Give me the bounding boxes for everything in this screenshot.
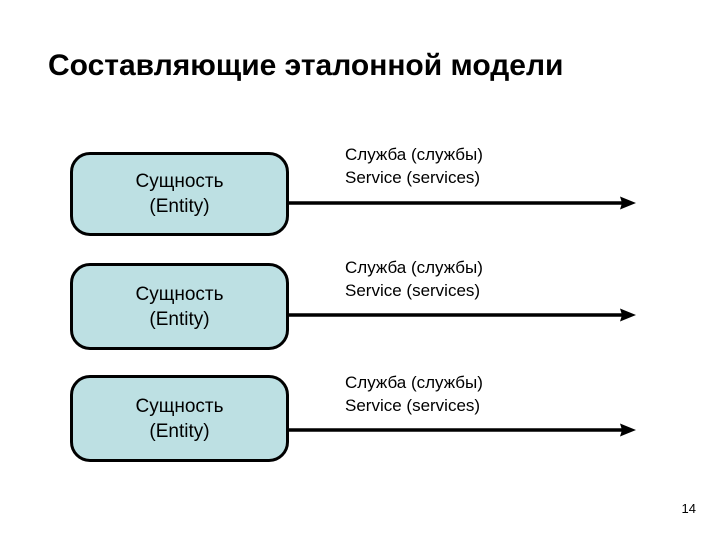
service-label-en: Service (services): [345, 168, 481, 187]
page-number: 14: [681, 501, 696, 516]
service-label: Служба (службы) Service (services): [345, 256, 483, 302]
entity-box[interactable]: Сущность (Entity): [70, 152, 289, 236]
service-label-ru: Служба (службы): [345, 373, 483, 392]
arrow-right-icon: [289, 196, 636, 210]
entity-label-ru: Сущность: [135, 283, 224, 305]
service-label-ru: Служба (службы): [345, 145, 483, 164]
entity-label-ru: Сущность: [135, 395, 224, 417]
arrow-right-icon: [289, 308, 636, 322]
service-label: Служба (службы) Service (services): [345, 143, 483, 189]
service-label-en: Service (services): [345, 396, 481, 415]
entity-label-en: (Entity): [149, 420, 210, 442]
entity-label-en: (Entity): [149, 308, 210, 330]
entity-box[interactable]: Сущность (Entity): [70, 263, 289, 350]
page-title: Составляющие эталонной модели: [48, 49, 564, 82]
entity-box[interactable]: Сущность (Entity): [70, 375, 289, 462]
service-label-en: Service (services): [345, 281, 481, 300]
entity-label-ru: Сущность: [135, 171, 224, 192]
service-label: Служба (службы) Service (services): [345, 371, 483, 417]
entity-label-en: (Entity): [149, 196, 210, 217]
arrow-right-icon: [289, 423, 636, 437]
service-label-ru: Служба (службы): [345, 258, 483, 277]
